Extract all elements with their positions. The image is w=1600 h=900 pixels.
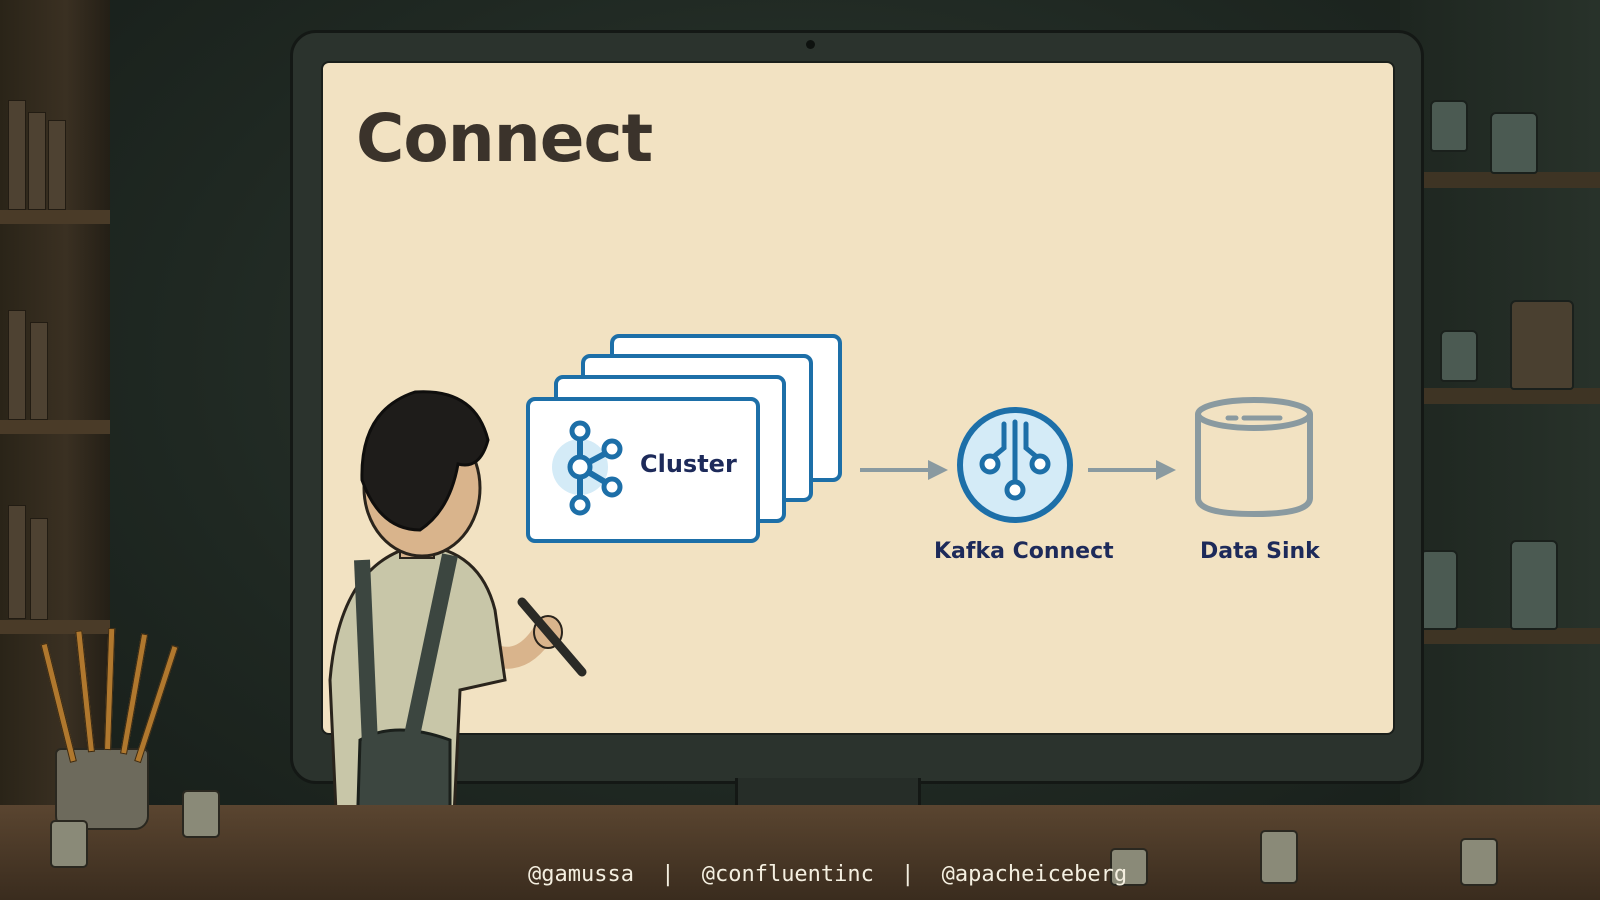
webcam-dot xyxy=(806,40,815,49)
paint-jar xyxy=(182,790,220,838)
slide-screen xyxy=(321,61,1395,735)
kafka-connect-icon xyxy=(957,407,1073,523)
database-cylinder-icon xyxy=(1195,397,1313,518)
slide-title: Connect xyxy=(356,100,653,177)
kafka-connect-label: Kafka Connect xyxy=(934,539,1114,564)
paint-jar xyxy=(1110,848,1148,886)
arrow-connect-to-sink xyxy=(1088,460,1176,480)
footer-handle: @apacheiceberg xyxy=(941,862,1128,887)
footer-separator: | xyxy=(901,862,915,887)
paint-jar xyxy=(1260,830,1298,884)
footer-social-handles: @gamussa | @confluentinc | @apacheiceber… xyxy=(528,862,1127,887)
right-shelf xyxy=(1400,0,1600,900)
footer-handle: @gamussa xyxy=(528,862,634,887)
cluster-label: Cluster xyxy=(640,450,737,478)
arrow-cluster-to-connect xyxy=(860,460,948,480)
cluster-card-front xyxy=(526,397,760,543)
paint-jar xyxy=(1460,838,1498,886)
workbench xyxy=(0,805,1600,900)
footer-handle: @confluentinc xyxy=(701,862,874,887)
kafka-cluster-icon xyxy=(552,420,623,516)
data-sink-label: Data Sink xyxy=(1200,539,1320,564)
paint-jar xyxy=(50,820,88,868)
left-bookshelf xyxy=(0,0,110,900)
footer-separator: | xyxy=(661,862,675,887)
